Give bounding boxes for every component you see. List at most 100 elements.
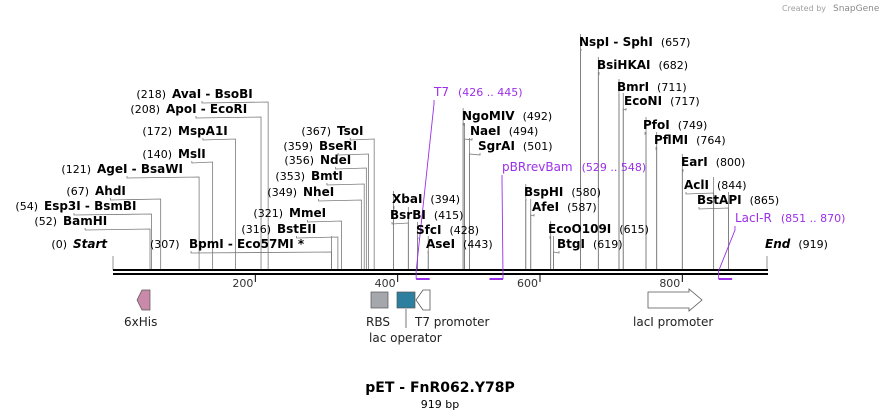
site-name-mmei: MmeI xyxy=(289,206,326,220)
site-bsteii[interactable]: BstEII (316) xyxy=(241,222,316,236)
site-econi[interactable]: EcoNI(717) xyxy=(624,94,700,108)
primer-leader-t7 xyxy=(415,100,435,279)
feature-rbs[interactable]: RBS xyxy=(366,291,390,329)
site-leader-btgi xyxy=(553,251,560,270)
site-name-mspa1i: MspA1I xyxy=(178,124,228,138)
site-nhei[interactable]: NheI(349) xyxy=(267,185,334,199)
site-name-sgrai: SgrAI xyxy=(478,139,515,153)
site-tsoi[interactable]: TsoI(367) xyxy=(301,124,363,138)
primer-annotations: T7 (426 .. 445) pBRrevBam(529 .. 548) LacI-… xyxy=(415,85,846,280)
site-ahdi[interactable]: AhdI(67) xyxy=(66,184,125,198)
site-bpmi-eco57mi[interactable]: BpmI - Eco57MI *(307) xyxy=(150,237,305,251)
site-leader-tsoi xyxy=(349,138,375,270)
site-position-econi: (717) xyxy=(670,95,700,108)
site-leader-mspa1i xyxy=(202,138,236,270)
primer-range-laci-r: (851 .. 870) xyxy=(781,212,846,225)
credit-created-by: Created by xyxy=(782,4,826,13)
feature-label-laci-promoter: lacI promoter xyxy=(633,315,713,329)
site-leader-bseri xyxy=(337,153,369,270)
site-afei[interactable]: AfeI(587) xyxy=(532,200,597,214)
site-msli[interactable]: MslI(140) xyxy=(142,147,205,161)
site-naei[interactable]: NaeI(494) xyxy=(470,124,538,138)
site-mmei[interactable]: MmeI(321) xyxy=(253,206,326,220)
site-bamhi[interactable]: BamHI(52) xyxy=(34,214,107,228)
primer-range-t7: (426 .. 445) xyxy=(458,86,523,99)
site-bstapi[interactable]: BstAPI(865) xyxy=(697,193,779,207)
site-bmti[interactable]: BmtI(353) xyxy=(275,169,342,183)
site-bsihkai[interactable]: BsiHKAI(682) xyxy=(597,58,688,72)
map-title: pET - FnR062.Y78P xyxy=(365,380,514,396)
site-position-avai-bsobi: (218) xyxy=(136,88,166,101)
site-pflmi[interactable]: PflMI(764) xyxy=(654,133,726,147)
site-position-pfoi: (749) xyxy=(678,119,708,132)
site-name-bsrbi: BsrBI xyxy=(390,208,426,222)
site-leader-msli xyxy=(191,161,214,270)
site-position-msli: (140) xyxy=(142,148,172,161)
site-name-ahdi: AhdI xyxy=(95,184,126,198)
feature-t7-promoter[interactable]: T7 promoter xyxy=(414,289,490,329)
site-bseri[interactable]: BseRI(359) xyxy=(283,139,357,153)
site-position-apoi-ecori: (208) xyxy=(130,103,160,116)
site-position-bsteii: (316) xyxy=(241,223,271,236)
site-leader-ndei xyxy=(335,167,367,270)
site-leader-bsrbi xyxy=(391,222,409,270)
primer-pbrrevbam[interactable]: pBRrevBam(529 .. 548) xyxy=(489,160,646,280)
site-leader-avai-bsobi xyxy=(201,101,269,270)
site-ngomiv[interactable]: NgoMIV(492) xyxy=(462,109,552,123)
feature-6xhis[interactable]: 6xHis xyxy=(124,289,157,329)
site-name-avai-bsobi: AvaI - BsoBI xyxy=(172,87,253,101)
site-avai-bsobi[interactable]: AvaI - BsoBI (218) xyxy=(136,87,252,101)
feature-lac-operator[interactable]: lac operator xyxy=(369,291,442,345)
site-position-mspa1i: (172) xyxy=(142,125,172,138)
his-tag-arrow-icon xyxy=(136,289,151,311)
feature-laci-promoter[interactable]: lacI promoter xyxy=(633,288,713,329)
site-name-tsoi: TsoI xyxy=(337,124,363,138)
site-leader-esp3i-bsmbi xyxy=(73,213,152,270)
site-position-ndei: (356) xyxy=(284,154,314,167)
site-agei-bsawi[interactable]: AgeI - BsaWI(121) xyxy=(61,162,183,176)
site-acli[interactable]: AclI(844) xyxy=(684,178,747,192)
feature-label-6xhis: 6xHis xyxy=(124,315,157,329)
site-name-bstapi: BstAPI xyxy=(697,193,742,207)
site-bmri[interactable]: BmrI(711) xyxy=(617,80,687,94)
site-sfci[interactable]: SfcI(428) xyxy=(416,223,479,237)
site-ecoo109i[interactable]: EcoO109I(615) xyxy=(548,222,649,236)
site-name-nhei: NheI xyxy=(303,185,334,199)
primer-name-t7: T7 xyxy=(433,85,449,99)
site-name-btgi: BtgI xyxy=(557,237,585,251)
site-eari[interactable]: EarI(800) xyxy=(681,155,745,169)
site-name-bsteii: BstEII xyxy=(277,222,316,236)
site-apoi-ecori[interactable]: ApoI - EcoRI(208) xyxy=(130,102,247,116)
site-esp3i-bsmbi[interactable]: Esp3I - BsmBI(54) xyxy=(15,199,136,213)
site-asei[interactable]: AseI(443) xyxy=(426,237,493,251)
site-lines xyxy=(73,34,768,270)
site-nspi-sphi[interactable]: NspI - SphI(657) xyxy=(579,35,690,49)
site-end[interactable]: End(919) xyxy=(765,237,828,251)
site-position-sfci: (428) xyxy=(449,224,479,237)
site-position-eari: (800) xyxy=(716,156,746,169)
site-position-end: (919) xyxy=(798,238,828,251)
site-name-bseri: BseRI xyxy=(319,139,357,153)
site-bsphi[interactable]: BspHI(580) xyxy=(524,185,601,199)
primer-name-laci-r: LacI-R xyxy=(735,211,772,225)
site-start[interactable]: Start(0) xyxy=(51,237,108,251)
site-name-agei-bsawi: AgeI - BsaWI xyxy=(97,162,183,176)
site-position-nspi-sphi: (657) xyxy=(661,36,691,49)
site-leader-sgrai xyxy=(469,153,481,270)
site-pfoi[interactable]: PfoI(749) xyxy=(643,118,707,132)
site-position-naei: (494) xyxy=(509,125,539,138)
site-position-esp3i-bsmbi: (54) xyxy=(15,200,38,213)
site-xbai[interactable]: XbaI(394) xyxy=(392,192,460,206)
tick-label-800: 800 xyxy=(659,277,680,290)
site-name-ngomiv: NgoMIV xyxy=(462,109,515,123)
site-ndei[interactable]: NdeI(356) xyxy=(284,153,351,167)
site-mspa1i[interactable]: MspA1I (172) xyxy=(142,124,227,138)
primer-t7[interactable]: T7 (426 .. 445) xyxy=(415,85,523,280)
primer-laci-r[interactable]: LacI-R (851 .. 870) xyxy=(718,211,846,280)
site-bsrbi[interactable]: BsrBI(415) xyxy=(390,208,463,222)
map-subtitle: 919 bp xyxy=(421,398,459,411)
site-sgrai[interactable]: SgrAI(501) xyxy=(478,139,553,153)
site-btgi[interactable]: BtgI(619) xyxy=(557,237,623,251)
